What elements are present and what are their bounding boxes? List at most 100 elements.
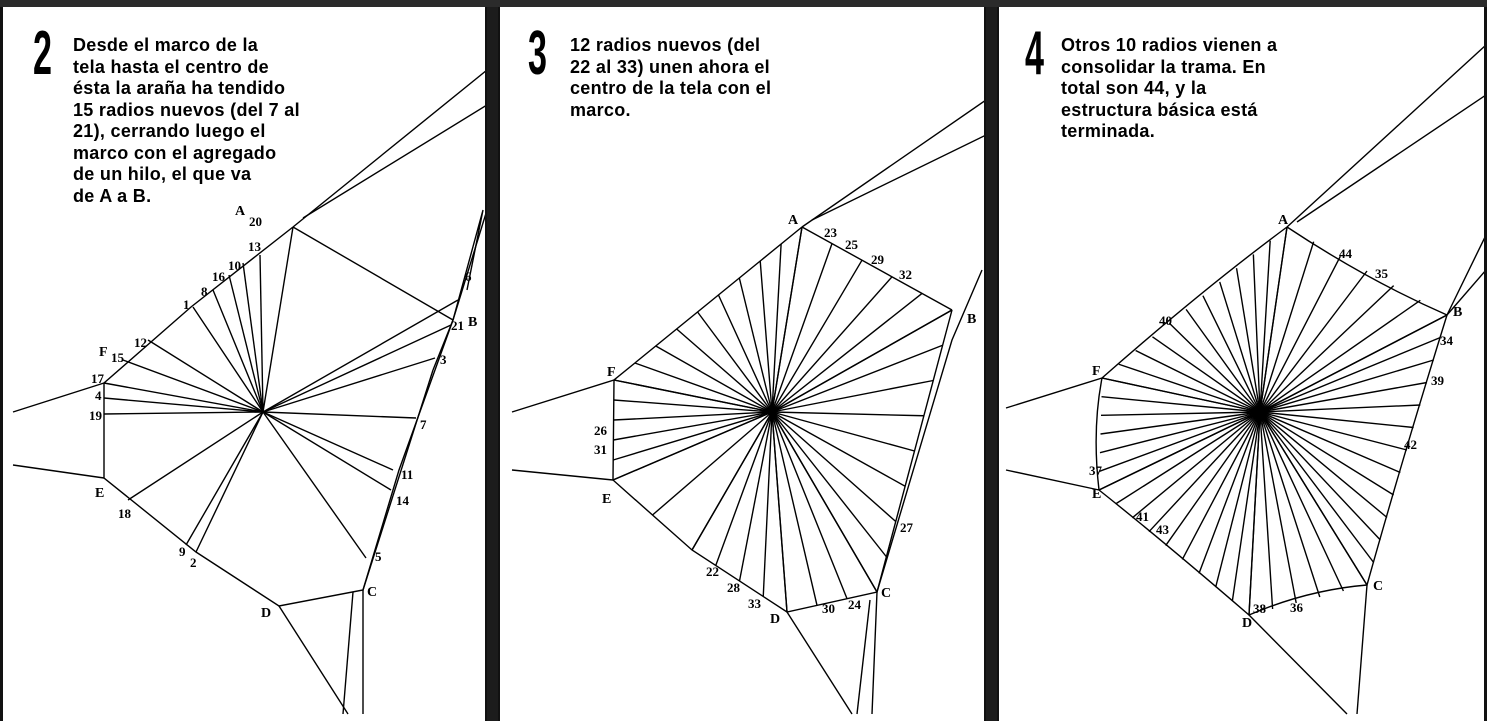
point-label: B: [468, 315, 477, 330]
web-radius: [1182, 412, 1260, 559]
point-label: D: [770, 612, 780, 627]
radius-label: 41: [1136, 509, 1149, 524]
radius-label: 20: [249, 214, 262, 229]
web-radius: [1199, 412, 1260, 573]
web-radius: [1260, 412, 1343, 591]
web-radius: [698, 312, 772, 412]
web-radius: [1186, 309, 1260, 412]
point-label: E: [1092, 487, 1101, 502]
radius-label: 38: [1253, 601, 1267, 616]
radius-label: 8: [201, 284, 208, 299]
radius-label: 43: [1156, 522, 1170, 537]
web-frame: [104, 210, 483, 606]
radius-label: 21: [451, 318, 464, 333]
web-radius: [1136, 351, 1260, 412]
web-radius: [614, 380, 772, 412]
radius-label: 26: [594, 423, 608, 438]
point-label: E: [95, 486, 104, 501]
radius-label: 10: [228, 258, 241, 273]
web-radius: [772, 260, 862, 412]
web-radius: [772, 412, 877, 592]
spider-web-diagram: A 20 13 10 16 8 1 12 F 15 17 4 19 E 18 9…: [3, 7, 487, 721]
radius-label: 13: [248, 239, 262, 254]
radius-label: 35: [1375, 266, 1389, 281]
panel-step-2: 2 Desde el marco de la tela hasta el cen…: [0, 7, 487, 721]
point-label: E: [602, 492, 611, 507]
point-label: D: [261, 606, 271, 621]
radius-label: 2: [190, 555, 197, 570]
point-label: F: [99, 345, 108, 360]
radius-label: 40: [1159, 313, 1172, 328]
radius-label: 17: [91, 371, 105, 386]
radius-label: 1: [183, 297, 190, 312]
radius-label: 18: [118, 506, 132, 521]
web-radius: [716, 412, 772, 566]
radius-label: 30: [822, 601, 835, 616]
point-label: A: [235, 204, 246, 219]
point-label: A: [788, 213, 799, 228]
radius-label: 9: [179, 544, 186, 559]
radius-label: 44: [1339, 246, 1353, 261]
radius-label: 28: [727, 580, 741, 595]
spider-web-diagram: A 44 35 B 40 34 F 39 42 37 E 41 43 C 38 …: [999, 7, 1487, 721]
point-label: D: [1242, 616, 1252, 631]
web-radius: [613, 412, 772, 480]
web-radii: [613, 227, 952, 612]
web-radius: [1260, 315, 1447, 412]
radius-label: 22: [706, 564, 719, 579]
radius-label: 15: [111, 350, 125, 365]
web-radius: [772, 412, 905, 486]
web-radius: [740, 412, 773, 581]
web-radius: [1203, 296, 1260, 412]
top-border: [0, 0, 1487, 7]
web-radius: [772, 345, 943, 412]
web-radius: [1260, 412, 1374, 563]
panel-divider: [487, 7, 498, 721]
web-radius: [772, 310, 952, 412]
web-radius: [656, 346, 772, 412]
point-label: A: [1278, 213, 1289, 228]
radius-label: 24: [848, 597, 862, 612]
radius-label: 5: [375, 549, 382, 564]
panel-step-4: 4 Otros 10 radios vienen a consolidar la…: [997, 7, 1487, 721]
web-radius: [1260, 227, 1287, 412]
web-radius: [614, 400, 772, 412]
point-label: C: [1373, 579, 1383, 594]
spider-web-diagram: A 23 25 29 32 B F 26 31 E 27 22 28 33 D …: [500, 7, 986, 721]
radius-label: 42: [1404, 437, 1417, 452]
panel-step-3: 3 12 radios nuevos (del 22 al 33) unen a…: [498, 7, 986, 721]
radius-label: 7: [420, 417, 427, 432]
radius-label: 39: [1431, 373, 1445, 388]
web-radius: [772, 244, 832, 412]
radius-label: 6: [465, 269, 472, 284]
radius-label: 34: [1440, 333, 1454, 348]
web-radius: [1249, 412, 1260, 615]
point-label: B: [967, 312, 976, 327]
panel-divider: [986, 7, 997, 721]
web-radii: [1099, 227, 1447, 615]
radius-label: 33: [748, 596, 762, 611]
point-label: C: [367, 585, 377, 600]
radius-label: 12: [134, 335, 147, 350]
point-label: C: [881, 586, 891, 601]
point-label: B: [1453, 305, 1462, 320]
point-label: F: [607, 365, 616, 380]
radius-label: 32: [899, 267, 912, 282]
radius-label: 3: [440, 352, 447, 367]
web-radius: [763, 412, 772, 597]
web-radius: [1260, 412, 1414, 428]
web-radius: [653, 412, 773, 515]
web-radius: [635, 363, 772, 412]
radius-label: 23: [824, 225, 838, 240]
web-radius: [772, 293, 922, 412]
radius-label: 14: [396, 493, 410, 508]
web-radius: [677, 329, 772, 412]
radius-label: 27: [900, 520, 914, 535]
point-label: F: [1092, 364, 1101, 379]
web-radius: [1260, 405, 1420, 412]
radius-label: 4: [95, 388, 102, 403]
radius-label: 16: [212, 269, 226, 284]
radius-label: 11: [401, 467, 413, 482]
radius-label: 29: [871, 252, 885, 267]
radius-label: 25: [845, 237, 859, 252]
